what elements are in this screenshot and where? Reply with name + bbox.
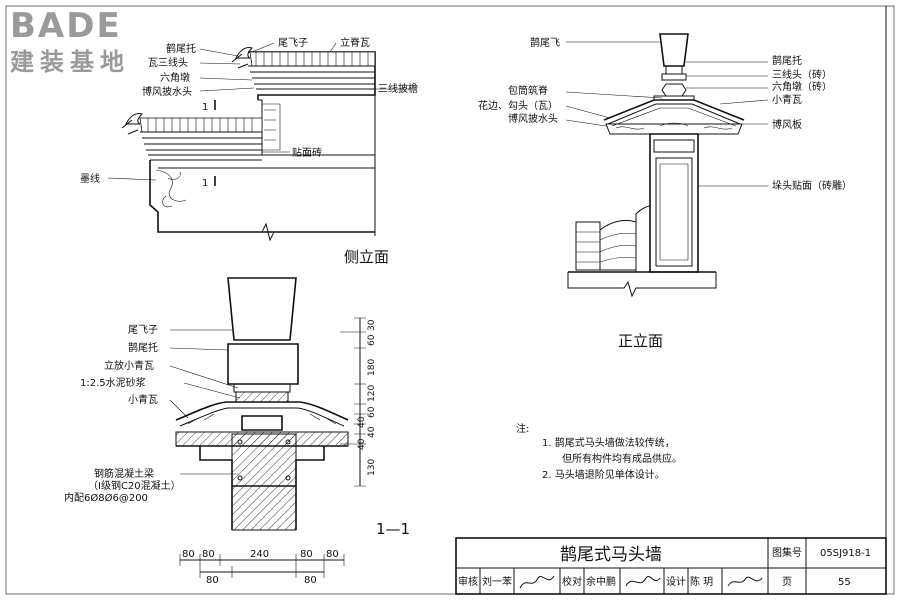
upper-ridge-tiles (255, 52, 369, 66)
label-moxian: 墨线 (80, 172, 100, 185)
vertical-dimensions: 30 60 180 120 60 40 40 40 130 (340, 317, 377, 487)
label-bofengpishuitou-side: 博风披水头 (142, 85, 192, 98)
label-duotoutiemian: 垛头贴面（砖雕） (772, 179, 852, 192)
upper-tail-ornament (235, 47, 253, 59)
front-eave-ornament (605, 123, 743, 135)
lower-tail-ornament (125, 113, 143, 125)
review-signature (519, 575, 555, 589)
logo-brand-cn-text: 建装基地 (10, 48, 130, 76)
label-huabiangoutou: 花边、勾头（瓦） (478, 99, 558, 112)
dim-h-80b: 80 (202, 549, 215, 560)
atlas-value: 05SJ918-1 (820, 548, 871, 559)
dim-v-40b: 40 (367, 426, 377, 438)
sheet-frame (5, 5, 895, 595)
dim-h-80d: 80 (326, 549, 339, 560)
design-label: 设计 (666, 575, 686, 588)
title-block: 鹊尾式马头墙 图集号 05SJ918-1 审核 刘一苯 校对 余中鹏 设计 陈 … (455, 537, 887, 595)
label-queweituo-section: 鹊尾托 (128, 341, 158, 354)
dim-h-80e: 80 (206, 575, 219, 586)
note-line-3: 2. 马头墙退阶见单体设计。 (542, 468, 665, 481)
dim-h-240: 240 (250, 549, 269, 560)
label-sanxiantou-side: 瓦三线头 (148, 56, 188, 69)
label-queweifei: 鹊尾飞 (530, 36, 560, 49)
label-weifeizi-side: 尾飞子 (278, 37, 308, 49)
dim-v-40a: 40 (357, 416, 367, 428)
drawing-title: 鹊尾式马头墙 (560, 545, 662, 565)
section-1-1: 30 60 180 120 60 40 40 40 130 80 80 240 … (64, 277, 410, 586)
tile-rolls (575, 205, 651, 273)
view-title-side: 侧立面 (344, 248, 389, 266)
check-name: 余中鹏 (586, 575, 616, 588)
logo-brand-text: BADE (10, 6, 122, 46)
label-bofengpishuitou-front: 博风披水头 (508, 112, 558, 125)
label-baotongjiji: 包筒筑脊 (508, 84, 548, 97)
label-queweituo-front: 鹊尾托 (772, 54, 802, 67)
dim-v-60b: 60 (367, 406, 377, 418)
side-elevation: 1 1 鹤尾托 尾飞子 立脊瓦 瓦三线头 六角墩 博风披水头 三线披檐 贴面砖 … (80, 36, 418, 266)
dim-v-130: 130 (367, 459, 377, 476)
label-bofengban: 博风板 (772, 118, 802, 131)
label-lijiwa-side: 立脊瓦 (340, 36, 370, 49)
label-xiaoqingwa-section: 小青瓦 (128, 393, 158, 406)
review-name: 刘一苯 (482, 575, 512, 588)
review-label: 审核 (458, 575, 478, 588)
label-lifangxiaoqingwa: 立放小青瓦 (104, 359, 154, 372)
vine-decoration (155, 169, 187, 208)
dim-h-80a: 80 (182, 549, 195, 560)
label-sanxianpiyan: 三线披檐 (378, 82, 418, 95)
view-title-section: 1—1 (376, 520, 410, 538)
label-shuinishajiang: 1:2.5水泥砂浆 (80, 376, 146, 389)
view-title-front: 正立面 (618, 332, 663, 350)
brand-logo: BADE 建装基地 (10, 6, 130, 76)
label-liujiaodun-side: 六角墩 (160, 71, 190, 84)
front-elevation: 鹊尾飞 鹊尾托 三线头（砖） 六角墩（砖） 包筒筑脊 小青瓦 花边、勾头（瓦） … (478, 33, 852, 350)
page-value: 55 (838, 577, 851, 588)
hexagon-block (661, 83, 687, 97)
dim-h-80f: 80 (304, 575, 317, 586)
check-label: 校对 (562, 575, 582, 588)
check-signature (625, 576, 661, 587)
label-weifeizi-section: 尾飞子 (128, 324, 158, 336)
label-queweituo-side: 鹤尾托 (166, 42, 196, 55)
design-signature (727, 576, 763, 587)
page-label: 页 (782, 576, 792, 588)
atlas-label: 图集号 (772, 546, 802, 559)
dim-v-180: 180 (367, 359, 377, 376)
label-liujiaodun-front: 六角墩（砖） (772, 80, 832, 93)
dim-v-60: 60 (367, 334, 377, 346)
notes-heading: 注: (516, 422, 529, 435)
dim-v-40c: 40 (357, 438, 367, 450)
design-name: 陈 玥 (690, 575, 713, 588)
label-liang-2: （Ⅰ级钢C20混凝土） (88, 479, 181, 492)
label-xiaoqingwa-front: 小青瓦 (772, 93, 802, 106)
note-line-2: 但所有构件均有成品供应。 (562, 452, 682, 465)
section-mark-upper: 1 (202, 102, 208, 113)
dim-v-30: 30 (367, 319, 377, 331)
label-tiemianzhuan: 贴面砖 (292, 146, 322, 159)
dim-v-120: 120 (367, 385, 377, 402)
label-liang-3: 内配6Ø8Ø6@200 (64, 491, 148, 504)
note-line-1: 1. 鹊尾式马头墙做法较传统， (542, 436, 675, 449)
dim-h-80c: 80 (300, 549, 313, 560)
notes-block: 注: 1. 鹊尾式马头墙做法较传统， 但所有构件均有成品供应。 2. 马头墙退阶… (516, 422, 682, 481)
label-sanxiantou-front: 三线头（砖） (772, 68, 832, 81)
horizontal-dimensions: 80 80 240 80 80 80 80 (179, 549, 345, 586)
label-liang-1: 钢筋混凝土梁 (94, 467, 154, 480)
section-mark-lower: 1 (202, 178, 208, 189)
